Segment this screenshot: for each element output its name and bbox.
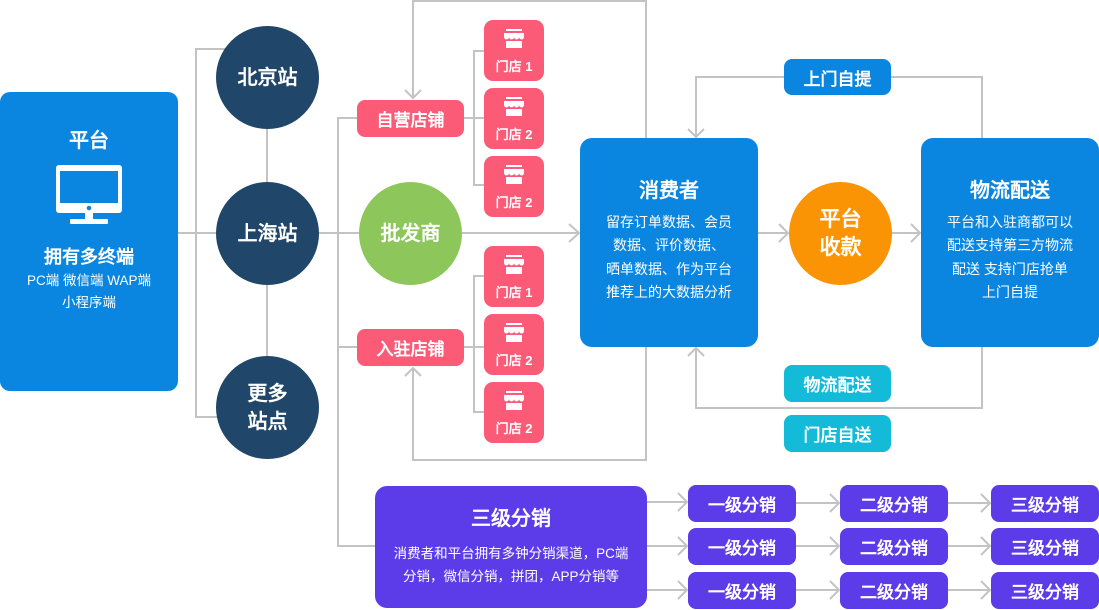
distribution-description: 消费者和平台拥有多钟分销渠道，PC端 xyxy=(393,546,629,561)
payment-label: 收款 xyxy=(819,235,862,259)
consumer-description: 留存订单数据、会员 xyxy=(606,214,732,230)
logistics-description: 上门自提 xyxy=(982,284,1038,300)
station-label: 北京站 xyxy=(237,66,298,89)
tier-1-node[interactable]: 一级分销 xyxy=(688,572,796,609)
monitor-icon xyxy=(56,165,122,224)
store-card[interactable]: 门店 1 xyxy=(484,20,544,81)
self-owned-store-node[interactable]: 自营店铺 xyxy=(357,100,464,137)
connector-line xyxy=(337,117,378,547)
consumer-description: 推荐上的大数据分析 xyxy=(606,284,732,300)
consumer-title: 消费者 xyxy=(639,180,699,202)
store-icon xyxy=(504,255,524,274)
wholesaler-label: 批发商 xyxy=(380,222,441,245)
station-label: 更多 xyxy=(247,382,288,405)
connector-line xyxy=(695,345,983,409)
platform-card: 平台 拥有多终端 PC端 微信端 WAP端 小程序端 xyxy=(0,92,178,391)
logistics-title: 物流配送 xyxy=(970,180,1050,202)
logistics-card[interactable]: 物流配送 平台和入驻商都可以 配送支持第三方物流 配送 支持门店抢单 上门自提 xyxy=(921,138,1099,347)
payment-label: 平台 xyxy=(819,207,862,231)
store-card[interactable]: 门店 2 xyxy=(484,88,544,149)
platform-terminals: PC端 微信端 WAP端 xyxy=(26,273,151,288)
arrow-head xyxy=(404,89,422,100)
arrow-head xyxy=(778,223,790,243)
store-card[interactable]: 门店 2 xyxy=(484,382,544,443)
tier-2-node[interactable]: 二级分销 xyxy=(840,485,948,522)
platform-terminals: 小程序端 xyxy=(62,295,116,310)
store-icon xyxy=(504,165,524,184)
connector-line xyxy=(412,0,647,140)
connector-line xyxy=(796,502,839,591)
connector-line xyxy=(886,76,983,140)
store-icon xyxy=(504,391,524,410)
tier-2-node[interactable]: 二级分销 xyxy=(840,572,948,609)
tier-3-node[interactable]: 三级分销 xyxy=(991,572,1099,609)
distribution-description: 分销，微信分销，拼团，APP分销等 xyxy=(402,569,619,584)
station-beijing[interactable]: 北京站 xyxy=(216,26,319,129)
arrow-head xyxy=(677,492,689,600)
distribution-title: 三级分销 xyxy=(471,508,551,530)
arrow-head xyxy=(687,346,705,357)
wholesaler-node[interactable]: 批发商 xyxy=(359,182,462,285)
station-label: 上海站 xyxy=(237,222,298,245)
store-label: 门店 2 xyxy=(495,195,533,210)
tier-2-node[interactable]: 二级分销 xyxy=(840,528,948,565)
store-label: 门店 2 xyxy=(495,421,533,436)
tier-1-node[interactable]: 一级分销 xyxy=(688,485,796,522)
logistics-description: 配送支持第三方物流 xyxy=(947,237,1073,253)
station-shanghai[interactable]: 上海站 xyxy=(216,182,319,285)
station-more[interactable]: 更多 站点 xyxy=(216,356,319,459)
arrow-head xyxy=(910,223,922,243)
consumer-description: 数据、评价数据、 xyxy=(613,237,725,253)
station-label: 站点 xyxy=(247,410,288,433)
store-label: 门店 1 xyxy=(495,285,533,300)
tier-3-node[interactable]: 三级分销 xyxy=(991,528,1099,565)
connector-line xyxy=(645,501,687,591)
arrow-head xyxy=(829,493,841,600)
connector-line xyxy=(473,275,486,413)
connector-line xyxy=(473,50,486,186)
logistics-description: 配送 支持门店抢单 xyxy=(952,261,1068,277)
store-card[interactable]: 门店 2 xyxy=(484,156,544,217)
tier-3-node[interactable]: 三级分销 xyxy=(991,485,1099,522)
store-icon xyxy=(504,29,524,48)
distribution-card[interactable]: 三级分销 消费者和平台拥有多钟分销渠道，PC端 分销，微信分销，拼团，APP分销… xyxy=(375,486,647,608)
connector-line xyxy=(695,76,788,137)
connector-line xyxy=(412,345,647,461)
pickup-label[interactable]: 上门自提 xyxy=(784,59,891,95)
store-icon xyxy=(504,97,524,116)
logistics-delivery-label[interactable]: 物流配送 xyxy=(784,365,891,402)
settled-store-node[interactable]: 入驻店铺 xyxy=(357,329,464,366)
consumer-card[interactable]: 消费者 留存订单数据、会员 数据、评价数据、 晒单数据、作为平台 推荐上的大数据… xyxy=(580,138,758,347)
platform-subtitle: 拥有多终端 xyxy=(44,247,134,267)
store-label: 门店 1 xyxy=(495,59,533,74)
connector-line xyxy=(947,502,990,591)
arrow-head xyxy=(687,128,705,139)
arrow-head xyxy=(568,223,581,243)
store-icon xyxy=(504,323,524,342)
store-card[interactable]: 门店 1 xyxy=(484,246,544,307)
arrow-head xyxy=(404,366,422,377)
store-label: 门店 2 xyxy=(495,353,533,368)
consumer-description: 晒单数据、作为平台 xyxy=(606,261,732,277)
platform-title: 平台 xyxy=(69,130,109,152)
store-delivery-label[interactable]: 门店自送 xyxy=(784,415,891,452)
store-card[interactable]: 门店 2 xyxy=(484,314,544,375)
store-label: 门店 2 xyxy=(495,127,533,142)
tier-1-node[interactable]: 一级分销 xyxy=(688,528,796,565)
arrow-head xyxy=(980,493,992,600)
platform-payment-node[interactable]: 平台 收款 xyxy=(789,182,892,285)
logistics-description: 平台和入驻商都可以 xyxy=(947,214,1073,230)
